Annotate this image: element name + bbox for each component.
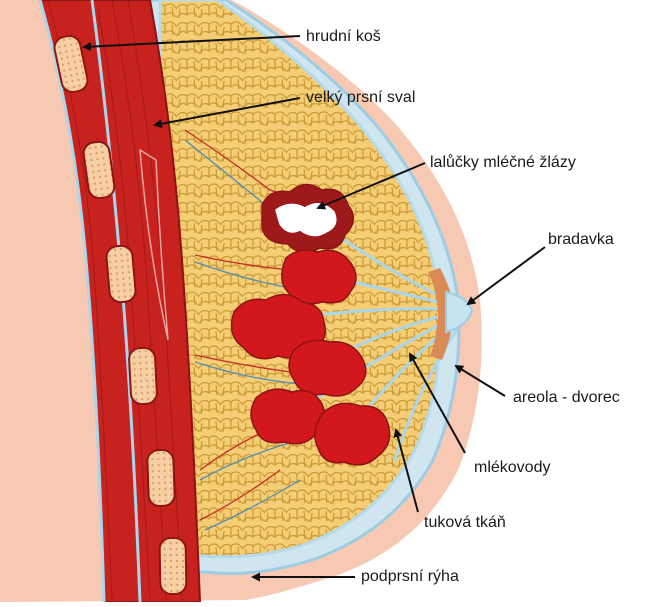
label-rib-cage: hrudní koš [306, 29, 381, 45]
label-lobules: lalůčky mléčné žlázy [430, 155, 576, 171]
arrow-nipple [468, 247, 545, 304]
label-pectoral-muscle: velký prsní sval [306, 90, 415, 106]
label-milk-ducts: mlékovody [474, 460, 550, 476]
label-nipple: bradavka [548, 232, 614, 248]
label-inframammary-fold: podprsní rýha [361, 569, 459, 585]
label-areola: areola - dvorec [513, 390, 620, 406]
label-fat-tissue: tuková tkáň [424, 515, 506, 531]
